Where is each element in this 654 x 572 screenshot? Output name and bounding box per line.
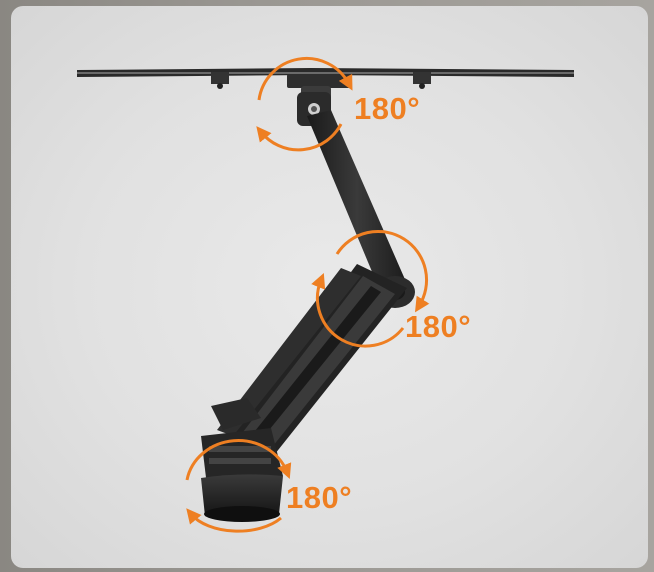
lower-gas-spring-arm [217,264,407,464]
monitor-arm-illustration [77,56,574,533]
upper-arm [307,110,407,298]
rotation-arrow-middle [311,229,430,348]
product-photo-card: 180° 180° 180° [11,6,648,568]
rotation-label-top: 180° [354,91,421,126]
rotation-label-middle: 180° [405,309,472,344]
rotation-label-bottom: 180° [286,480,353,515]
rotation-arrow-bottom [185,439,292,533]
rotation-arrow-top [256,56,353,152]
